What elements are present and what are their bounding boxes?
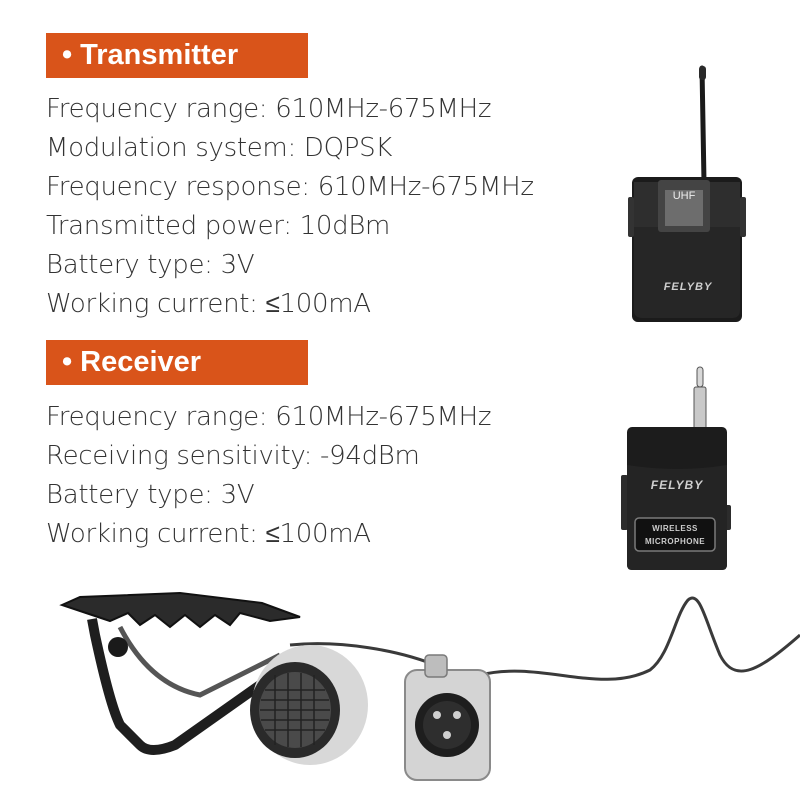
receiver-title: Receiver xyxy=(80,346,202,378)
transmitter-brand-logo: FELYBY xyxy=(664,281,713,293)
transmitter-heading: •Transmitter xyxy=(46,33,308,78)
spec-item: Modulation system: DQPSK xyxy=(46,133,393,163)
bullet-icon: • xyxy=(62,39,73,71)
uhf-label: UHF xyxy=(673,190,696,202)
spec-item: Frequency response: 610MHz-675MHz xyxy=(46,172,534,202)
receiver-specs-list: Frequency range: 610MHz-675MHz Receiving… xyxy=(46,398,492,554)
spec-item: Working current: ≤100mA xyxy=(46,289,371,319)
spec-item: Frequency range: 610MHz-675MHz xyxy=(46,94,492,124)
spec-item: Battery type: 3V xyxy=(46,480,255,510)
transmitter-device-image: UHF FELYBY xyxy=(628,65,746,322)
receiver-device-image: FELYBY WIRELESS MICROPHONE xyxy=(621,366,731,570)
receiver-heading: •Receiver xyxy=(46,340,308,385)
transmitter-specs-list: Frequency range: 610MHz-675MHz Modulatio… xyxy=(46,90,534,324)
lavalier-microphone-image xyxy=(59,591,800,781)
plate-line-1: WIRELESS xyxy=(652,524,698,533)
spec-item: Frequency range: 610MHz-675MHz xyxy=(46,402,492,432)
spec-item: Battery type: 3V xyxy=(46,250,255,280)
receiver-brand-logo: FELYBY xyxy=(651,478,703,492)
spec-item: Transmitted power: 10dBm xyxy=(46,211,391,241)
transmitter-title: Transmitter xyxy=(80,39,239,71)
bullet-icon: • xyxy=(62,346,73,378)
spec-item: Working current: ≤100mA xyxy=(46,519,371,549)
spec-item: Receiving sensitivity: -94dBm xyxy=(46,441,420,471)
plate-line-2: MICROPHONE xyxy=(645,537,705,546)
